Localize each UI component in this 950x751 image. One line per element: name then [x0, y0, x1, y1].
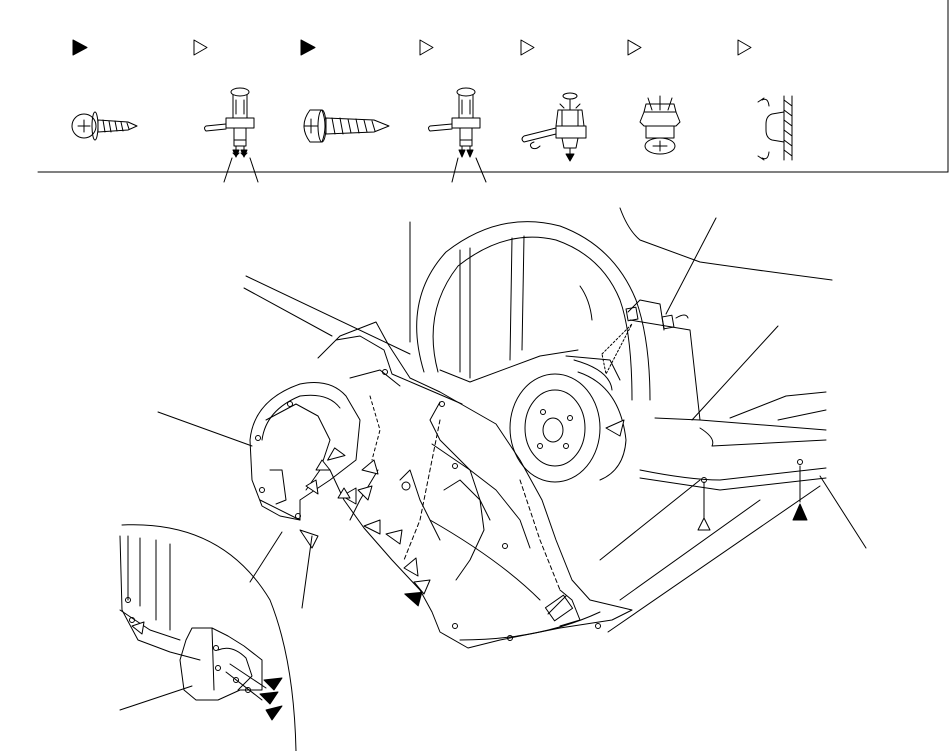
outline-triangle-marker-icon	[520, 39, 535, 56]
fender-liner-front-icon	[317, 321, 633, 649]
leader-lines	[119, 217, 867, 711]
body-panel-lines	[243, 207, 833, 355]
wheel-arch-icon	[416, 221, 701, 421]
screw-grommet-clip-icon	[521, 92, 587, 162]
legend-markers	[72, 39, 752, 56]
push-pin-clip-icon	[204, 87, 259, 183]
filled-triangle-marker-icon	[72, 39, 88, 56]
flange-tapping-screw-icon	[71, 111, 138, 141]
push-pin-clip-icon	[428, 87, 487, 183]
main-assembly-view	[119, 207, 867, 751]
outline-triangle-marker-icon	[627, 39, 642, 56]
outline-triangle-marker-icon	[737, 39, 752, 56]
snap-clip-icon	[639, 95, 681, 155]
panel-clip-icon	[757, 95, 793, 161]
splash-shield-detail-icon	[119, 524, 297, 751]
fender-liner-rear-icon	[249, 382, 379, 549]
outline-triangle-marker-icon	[193, 39, 208, 56]
fastener-legend	[37, 0, 949, 183]
side-sill-icon	[599, 299, 827, 633]
outline-triangle-marker-icon	[419, 39, 434, 56]
brake-disc-icon	[509, 355, 627, 483]
pan-head-tapping-screw-icon	[303, 109, 390, 143]
filled-triangle-marker-icon	[300, 39, 316, 56]
